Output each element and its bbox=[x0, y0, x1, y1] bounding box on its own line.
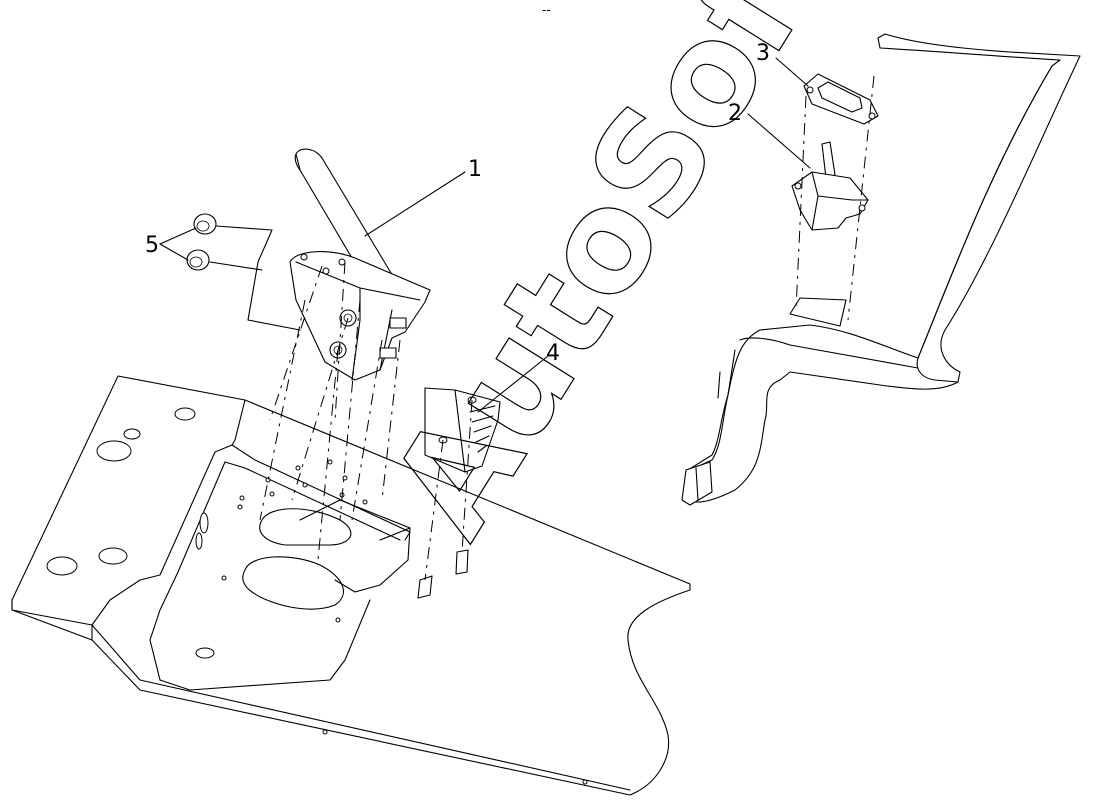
part-3-cover bbox=[803, 73, 879, 125]
callout-label-5: 5 bbox=[145, 233, 159, 258]
floor-panel bbox=[11, 375, 691, 796]
watermark: AutoSoft bbox=[361, 0, 868, 563]
part-5-nuts bbox=[186, 213, 301, 331]
part-2-switch bbox=[791, 141, 869, 231]
callout-1: 1 bbox=[364, 157, 482, 237]
callout-3: 3 bbox=[756, 41, 809, 87]
callout-label-2: 2 bbox=[728, 101, 742, 126]
callout-2: 2 bbox=[728, 101, 811, 169]
callout-4: 4 bbox=[477, 341, 560, 413]
callout-label-1: 1 bbox=[468, 157, 482, 182]
callout-5: 5 bbox=[145, 227, 197, 261]
top-mark: -- bbox=[542, 3, 551, 17]
callout-label-4: 4 bbox=[546, 341, 560, 366]
assembly-lines bbox=[259, 75, 875, 581]
callout-label-3: 3 bbox=[756, 41, 770, 66]
part-1-pedal-assembly bbox=[289, 148, 431, 381]
side-panel bbox=[681, 33, 1081, 506]
